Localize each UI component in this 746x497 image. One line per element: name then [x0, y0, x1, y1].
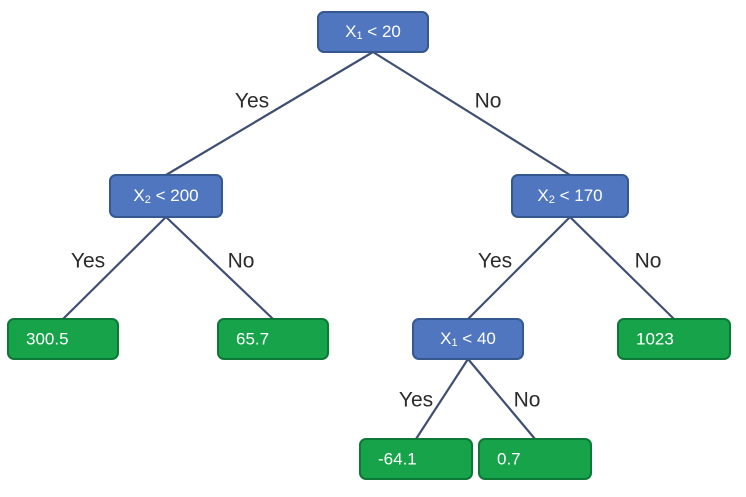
leaf-node-leaf-65-7: 65.7 [217, 318, 329, 360]
decision-node-mid: X1 < 40 [412, 318, 524, 360]
feature-var: X [133, 186, 144, 205]
decision-box [511, 174, 629, 218]
leaf-box [478, 438, 592, 480]
feature-var: X [440, 329, 451, 348]
edge-label-no: No [228, 250, 255, 273]
leaf-value: 1023 [636, 329, 674, 348]
edge-label-no: No [514, 389, 541, 412]
threshold: < 170 [555, 186, 603, 205]
decision-box [109, 174, 223, 218]
decision-node-left: X2 < 200 [109, 174, 223, 218]
decision-box [412, 318, 524, 360]
leaf-box [359, 438, 473, 480]
feature-var: X [537, 186, 548, 205]
edge-label-yes: Yes [399, 389, 433, 412]
feature-subscript: 2 [145, 194, 151, 206]
edge-right-to-mid [467, 216, 571, 320]
edge-right-to-leaf-1023 [569, 216, 675, 320]
edge-mid-to-leaf-neg-64-1 [415, 358, 469, 440]
decision-node-root: X1 < 20 [317, 11, 429, 53]
feature-subscript: 1 [451, 337, 457, 349]
leaf-value: 65.7 [236, 329, 269, 348]
edge-root-to-left [165, 51, 374, 176]
feature-var: X [345, 22, 356, 41]
decision-box [317, 11, 429, 53]
leaf-value: 300.5 [26, 329, 69, 348]
decision-node-right: X2 < 170 [511, 174, 629, 218]
split-condition: X2 < 170 [537, 186, 602, 205]
leaf-value: 0.7 [497, 449, 521, 468]
edge-left-to-leaf-65-7 [165, 216, 274, 320]
leaf-box [617, 318, 731, 360]
edge-label-no: No [635, 250, 662, 273]
threshold: < 20 [363, 22, 401, 41]
leaf-node-leaf-0-7: 0.7 [478, 438, 592, 480]
split-condition: X1 < 20 [345, 22, 401, 41]
edge-label-yes: Yes [235, 90, 269, 113]
feature-subscript: 1 [356, 30, 362, 42]
edge-root-to-right [372, 51, 571, 176]
leaf-box [7, 318, 119, 360]
split-condition: X2 < 200 [133, 186, 198, 205]
leaf-node-leaf-300-5: 300.5 [7, 318, 119, 360]
leaf-node-leaf-1023: 1023 [617, 318, 731, 360]
edge-label-no: No [475, 90, 502, 113]
edge-label-yes: Yes [71, 250, 105, 273]
leaf-box [217, 318, 329, 360]
edge-mid-to-leaf-0-7 [467, 358, 536, 440]
threshold: < 200 [151, 186, 199, 205]
threshold: < 40 [458, 329, 496, 348]
edge-label-yes: Yes [478, 250, 512, 273]
split-condition: X1 < 40 [440, 329, 496, 348]
feature-subscript: 2 [549, 194, 555, 206]
edge-left-to-leaf-300-5 [62, 216, 167, 320]
leaf-node-leaf-neg-64-1: -64.1 [359, 438, 473, 480]
leaf-value: -64.1 [378, 449, 417, 468]
